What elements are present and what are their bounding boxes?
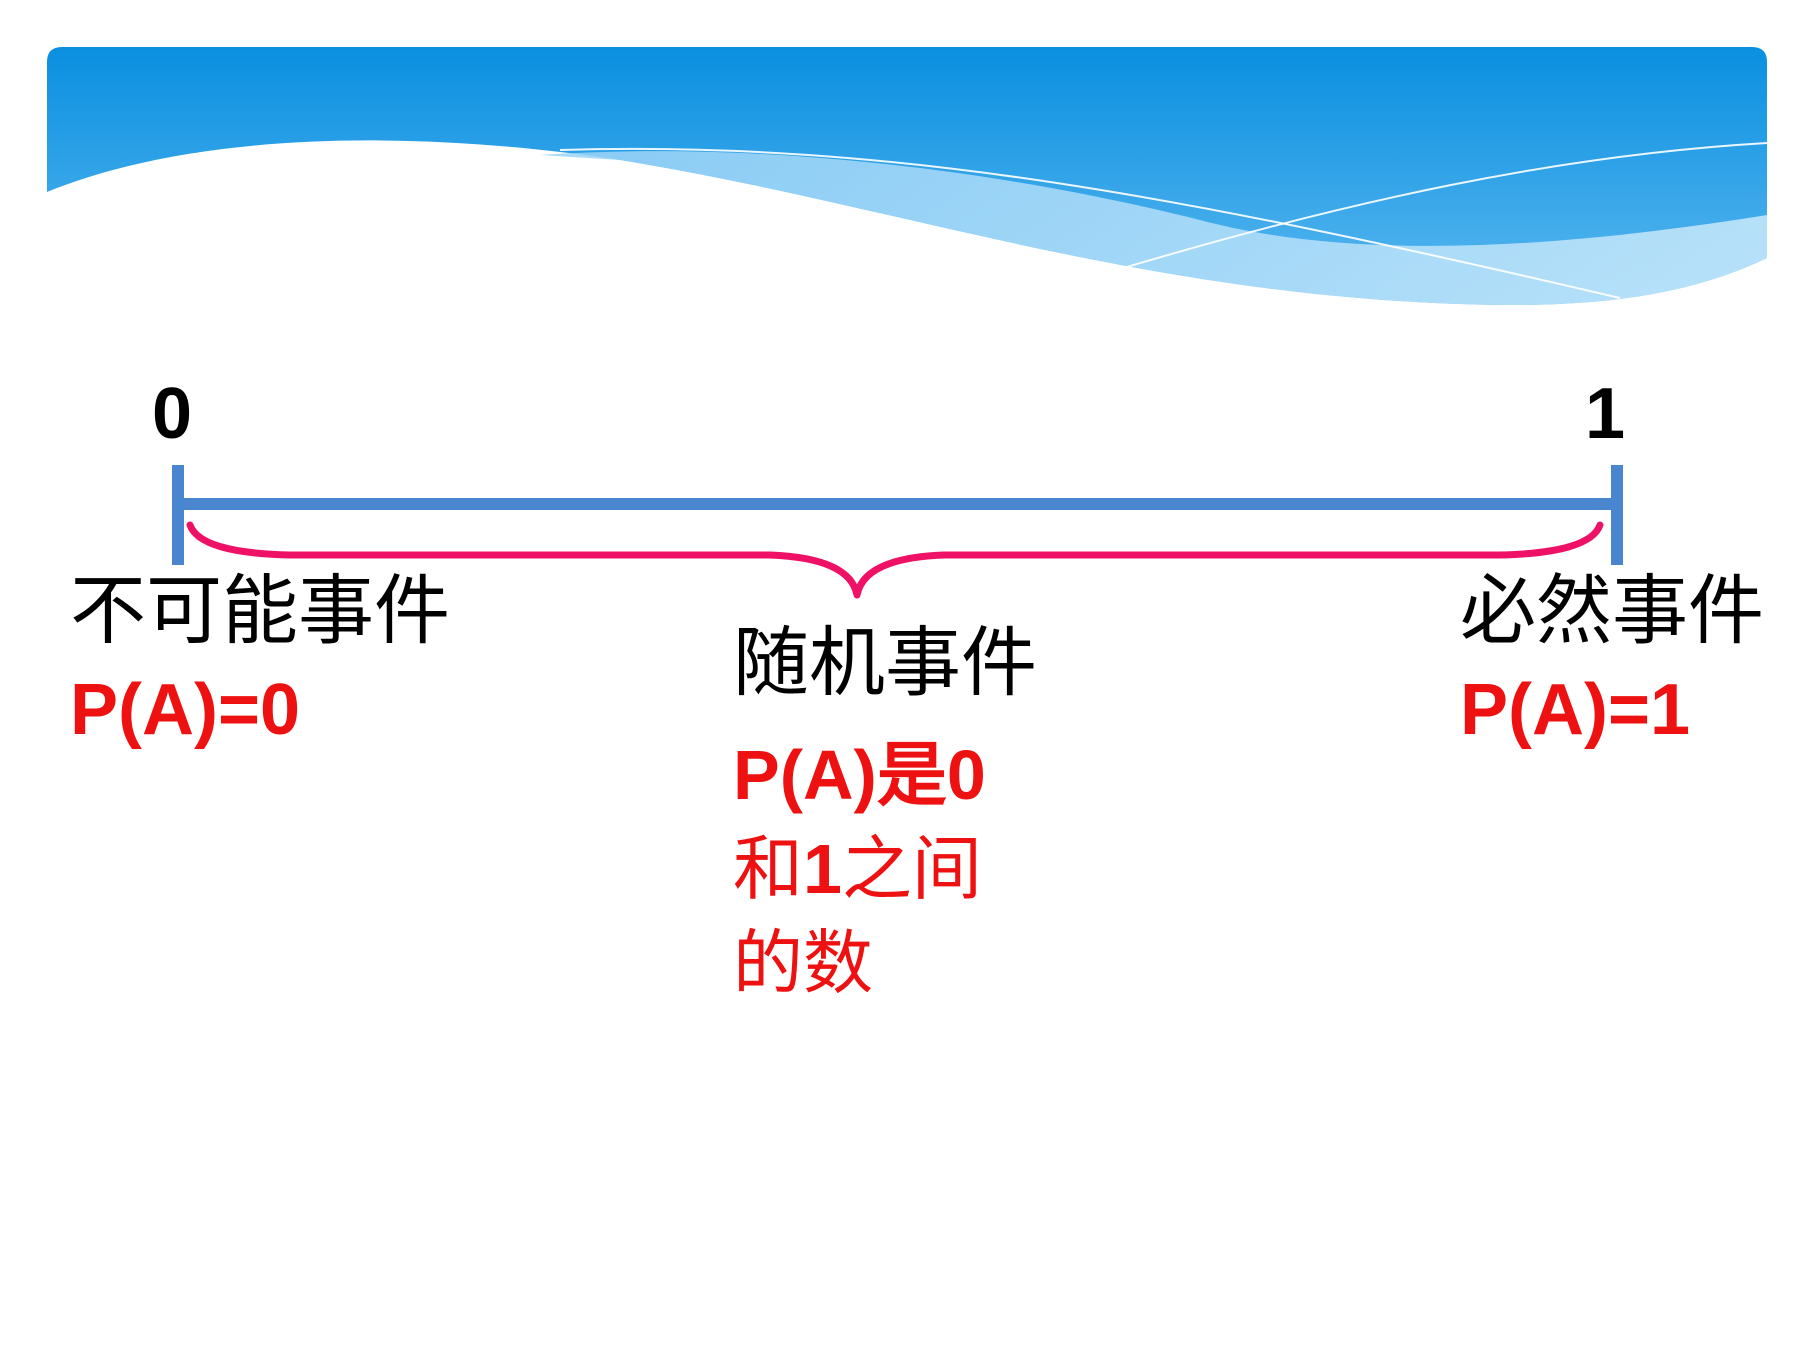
- random-prob-line-1: P(A)是0: [733, 734, 986, 816]
- random-prob-line-3: 的数: [733, 922, 873, 1004]
- header-wave-banner: [47, 47, 1768, 306]
- impossible-event-probability: P(A)=0: [70, 670, 301, 750]
- impossible-event-label: 不可能事件: [70, 566, 450, 655]
- random-event-brace: [186, 521, 1604, 599]
- random-event-label: 随机事件: [733, 618, 1037, 707]
- random-event-probability: P(A)是0 和1之间 的数: [733, 728, 986, 1010]
- certain-event-label: 必然事件: [1460, 566, 1764, 655]
- tick-label-one: 1: [1585, 374, 1626, 454]
- tick-label-zero: 0: [152, 374, 193, 454]
- certain-event-probability: P(A)=1: [1460, 670, 1691, 750]
- random-prob-line-2: 和1之间: [733, 828, 982, 910]
